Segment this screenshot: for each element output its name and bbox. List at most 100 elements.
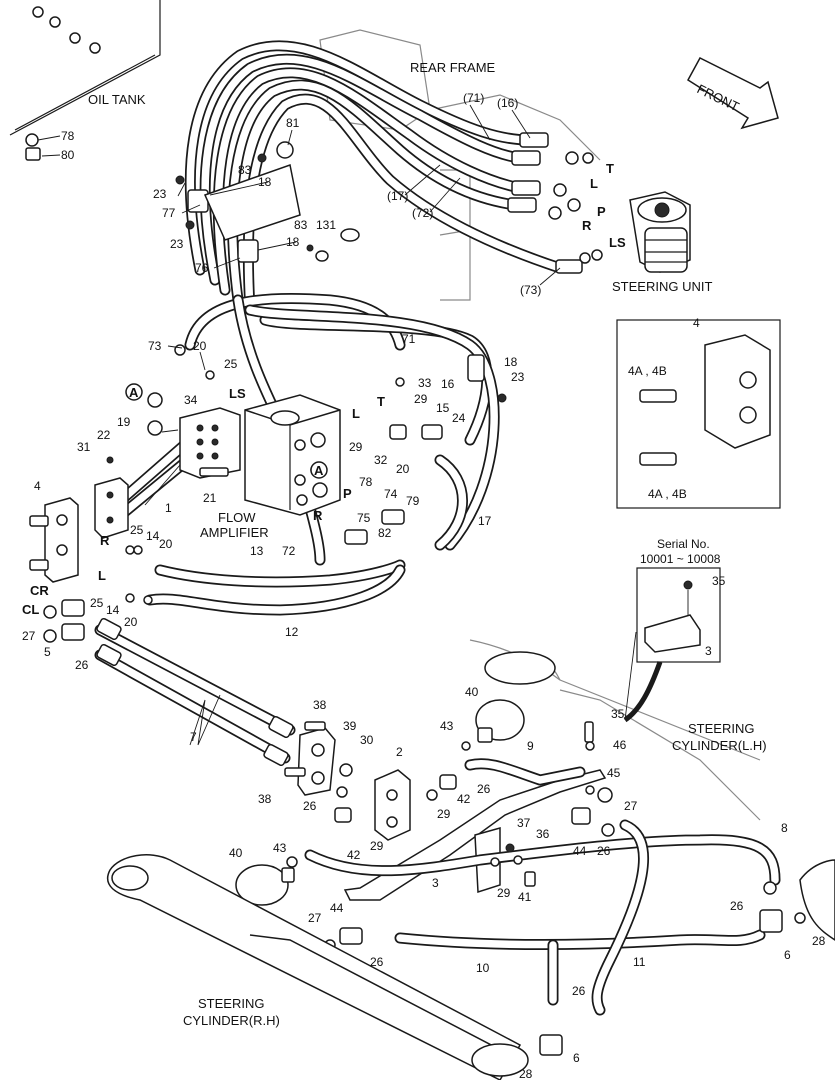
- callout-30: 30: [360, 733, 374, 747]
- port-P-top: P: [597, 204, 606, 219]
- accumulator-40-upper: [475, 699, 525, 743]
- callout-73b: 73: [148, 339, 162, 353]
- inset-4-title: 4: [693, 316, 700, 330]
- callout-41: 41: [518, 890, 532, 904]
- block-2: [374, 769, 411, 841]
- callout-76: 76: [195, 261, 209, 275]
- callout-73a: (73): [520, 283, 541, 297]
- callout-28a: 28: [812, 934, 826, 948]
- inset-4: 4 4A , 4B 4A , 4B: [616, 316, 781, 509]
- flow-amplifier: [244, 394, 341, 516]
- callout-25b: 25: [130, 523, 144, 537]
- port-CR: CR: [30, 583, 49, 598]
- callout-77: 77: [162, 206, 176, 220]
- callout-20d: 20: [124, 615, 138, 629]
- callout-27b: 27: [624, 799, 638, 813]
- clamps-and-bolts: [25, 6, 613, 887]
- callout-labels: 78 80 81 83 23 18 77 23 18 76 83 131 (71…: [22, 91, 826, 1080]
- callout-29e: 29: [497, 886, 511, 900]
- port-CL: CL: [22, 602, 39, 617]
- callout-39: 39: [343, 719, 357, 733]
- callout-26e: 26: [370, 955, 384, 969]
- callout-83b: 83: [294, 218, 308, 232]
- inset-4-label-bottom: 4A , 4B: [648, 487, 687, 501]
- title-serial-1: Serial No.: [657, 537, 710, 551]
- callout-38b: 38: [258, 792, 272, 806]
- callout-79: 79: [406, 494, 420, 508]
- callout-26b: 26: [477, 782, 491, 796]
- title-steering-rh-2: CYLINDER(R.H): [183, 1013, 280, 1028]
- callout-20b: 20: [396, 462, 410, 476]
- callout-7: 7: [190, 730, 197, 744]
- callout-17b: 17: [478, 514, 492, 528]
- callout-18c: 18: [504, 355, 518, 369]
- title-steering-lh-2: CYLINDER(L.H): [672, 738, 767, 753]
- callout-25c: 25: [90, 596, 104, 610]
- title-steering-rh-1: STEERING: [198, 996, 264, 1011]
- fittings-cr-cl: [43, 599, 85, 643]
- callout-43a: 43: [440, 719, 454, 733]
- inset-serial-3: 3: [705, 644, 712, 658]
- callout-26c: 26: [303, 799, 317, 813]
- callout-29d: 29: [370, 839, 384, 853]
- callout-1: 1: [165, 501, 172, 515]
- title-steering-lh-1: STEERING: [688, 721, 754, 736]
- callout-37: 37: [517, 816, 531, 830]
- callout-29b: 29: [349, 440, 363, 454]
- steering-unit: [629, 191, 691, 273]
- fittings-39: [297, 727, 336, 796]
- callout-15: 15: [436, 401, 450, 415]
- callout-20a: 20: [193, 339, 207, 353]
- callout-83a: 83: [238, 163, 252, 177]
- callout-21: 21: [203, 491, 217, 505]
- callout-6a: 6: [784, 948, 791, 962]
- callout-71a: (71): [463, 91, 484, 105]
- callout-19: 19: [117, 415, 131, 429]
- callout-36: 36: [536, 827, 550, 841]
- title-flow: FLOW: [218, 510, 256, 525]
- callout-44b: 44: [330, 901, 344, 915]
- inset-serial: 35 3: [623, 567, 726, 723]
- inset-serial-35: 35: [712, 574, 726, 588]
- port-letters: T L P R LS LS T L P R R L CR CL: [22, 161, 626, 617]
- callout-40a: 40: [465, 685, 479, 699]
- callout-74: 74: [384, 487, 398, 501]
- callout-27a: 27: [22, 629, 36, 643]
- port-LS-top: LS: [609, 235, 626, 250]
- callout-17a: (17): [387, 189, 408, 203]
- callout-23b: 23: [170, 237, 184, 251]
- port-L-left: L: [98, 568, 106, 583]
- callout-4: 4: [34, 479, 41, 493]
- callout-18b: 18: [286, 235, 300, 249]
- callout-5: 5: [44, 645, 51, 659]
- valve-block-4: [29, 497, 79, 583]
- accumulator-40-lower: [235, 864, 295, 906]
- steering-cylinder-lh: [484, 651, 835, 941]
- callout-14b: 14: [106, 603, 120, 617]
- callout-80: 80: [61, 148, 75, 162]
- port-L-mid: L: [352, 406, 360, 421]
- port-T-mid: T: [377, 394, 385, 409]
- hoses-7: [94, 617, 296, 767]
- port-P-mid: P: [343, 486, 352, 501]
- callout-35: 35: [611, 707, 625, 721]
- callout-46: 46: [613, 738, 627, 752]
- callout-11: 11: [633, 955, 646, 969]
- callout-42b: 42: [347, 848, 361, 862]
- callout-71b: 71: [402, 332, 416, 346]
- circle-a-2-label: A: [314, 463, 324, 478]
- callout-16b: 16: [441, 377, 455, 391]
- callout-23c: 23: [511, 370, 525, 384]
- inset-4-label-top: 4A , 4B: [628, 364, 667, 378]
- callout-24: 24: [452, 411, 466, 425]
- block-1: [94, 477, 129, 539]
- callout-10: 10: [476, 961, 490, 975]
- hose-bundle-top: [184, 40, 566, 316]
- callout-2: 2: [396, 745, 403, 759]
- port-R-mid: R: [313, 508, 323, 523]
- front-arrow: [687, 57, 779, 130]
- titles: OIL TANK REAR FRAME FRONT STEERING UNIT …: [88, 60, 767, 1028]
- callout-33: 33: [418, 376, 432, 390]
- circle-a-markers: A A: [125, 383, 328, 479]
